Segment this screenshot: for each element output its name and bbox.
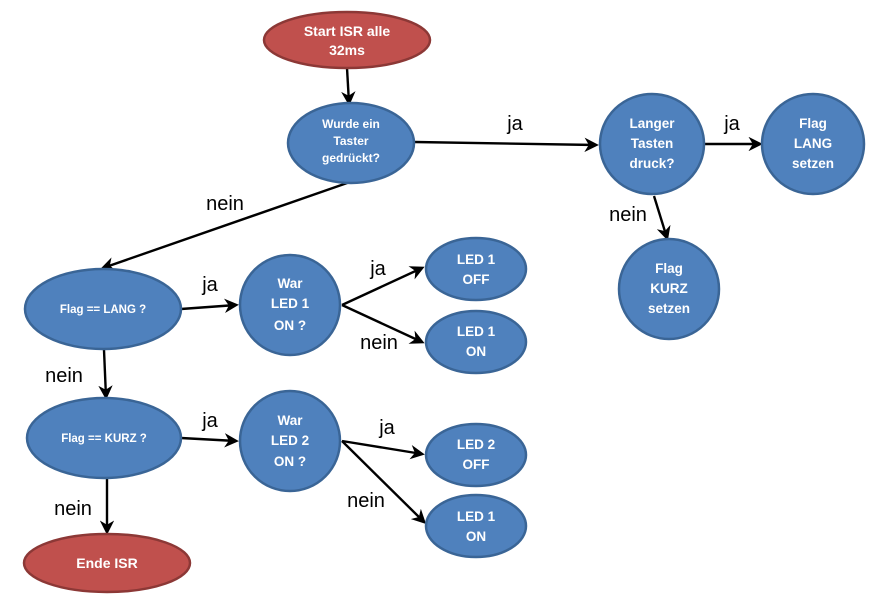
edge-taster-to-flag-lang-q [100,180,351,272]
svg-text:LED 1ON: LED 1ON [457,324,496,359]
svg-text:Ende ISR: Ende ISR [76,555,137,571]
edge-war-led1-to-led1-off [341,266,425,307]
label-taster-nein: nein [206,193,244,215]
edge-flag-lang-q-to-war-led1 [180,298,239,314]
label-flag-kurz-ja: ja [201,410,218,432]
edges [98,67,763,535]
label-flag-kurz-nein: nein [54,498,92,520]
edge-war-led2-to-led1-on [341,440,427,525]
edge-flag-kurz-q-to-war-led2 [180,433,239,448]
label-flag-lang-ja: ja [201,274,218,296]
label-langer-ja: ja [723,113,740,135]
edge-flag-lang-q-to-flag-kurz-q [98,349,113,400]
edge-war-led1-to-led1-on [341,303,425,344]
label-flag-lang-nein: nein [45,365,83,387]
edge-labels: ja nein ja nein ja nein ja nein ja nein … [45,113,741,520]
node-flag-kurz-question: Flag == KURZ ? [25,396,183,480]
label-taster-ja: ja [506,113,523,135]
edge-taster-to-langer [414,137,599,153]
edge-start-to-taster [341,67,356,106]
svg-text:LED 1ON: LED 1ON [457,509,496,544]
label-war-led2-nein: nein [347,490,385,512]
edge-war-led2-to-led2-off [341,439,425,460]
label-war-led2-ja: ja [378,417,395,439]
node-ende-isr: Ende ISR [22,532,192,594]
label-langer-nein: nein [609,204,647,226]
label-war-led1-nein: nein [360,332,398,354]
svg-text:Flag == LANG ?: Flag == LANG ? [60,304,146,316]
node-flag-lang-question: Flag == LANG ? [23,267,183,351]
svg-text:Flag == KURZ ?: Flag == KURZ ? [61,433,147,445]
edge-langer-to-flag-kurz-set [652,195,671,241]
label-war-led1-ja: ja [369,258,386,280]
